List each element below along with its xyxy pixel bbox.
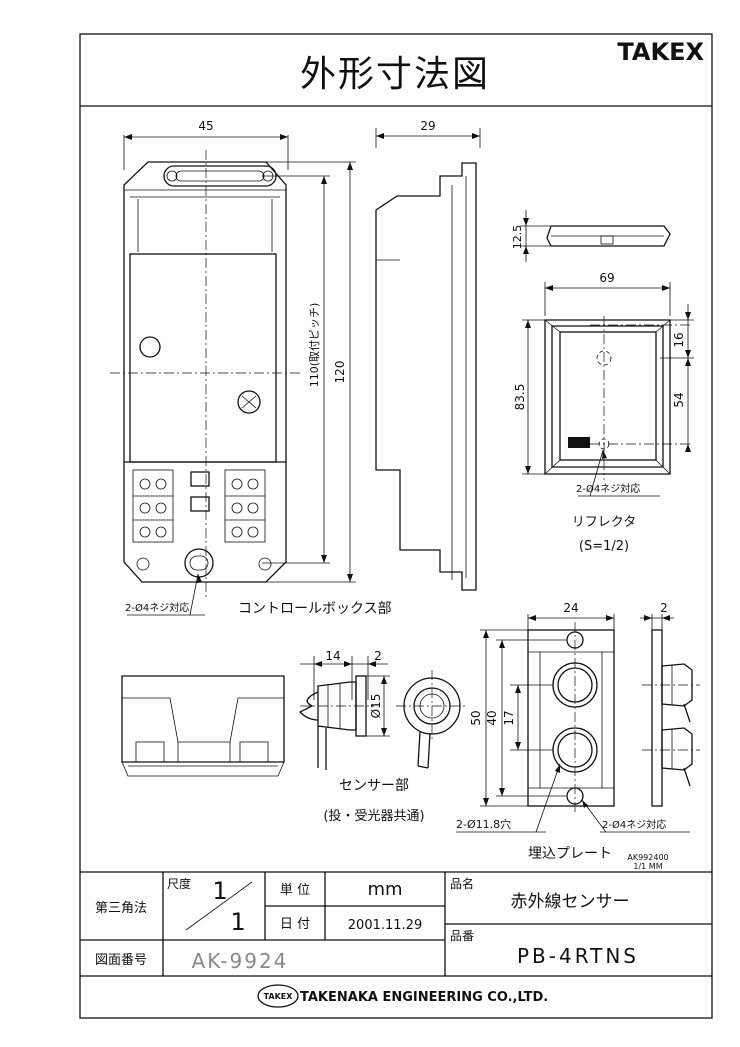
product-name-label: 品名 xyxy=(450,876,474,891)
sensor-views: 14 2 Ø15 センサー部 (投・受光器共通) xyxy=(298,649,468,824)
projection-label: 第三角法 xyxy=(95,901,147,916)
dim-reflector-thickness: 12.5 xyxy=(511,225,524,250)
sheet-border xyxy=(79,33,713,1019)
date-value: 2001.11.29 xyxy=(348,918,422,933)
plate-label: 埋込プレート xyxy=(528,846,612,862)
dim-plate-height: 50 xyxy=(469,710,483,725)
plate-screw-note: 2-Ø4ネジ対応 xyxy=(602,818,666,831)
company-name: TAKENAKA ENGINEERING CO.,LTD. xyxy=(300,990,548,1005)
plate-views: 24 50 40 17 2 xyxy=(456,601,700,871)
title-block: 第三角法 尺度 1 1 単 位 mm 日 付 2001.11.29 品名 赤外線… xyxy=(80,871,712,1008)
sheet-title: 外形寸法図 xyxy=(300,54,490,95)
reflector-screw-note: 2-Ø4ネジ対応 xyxy=(576,482,640,495)
scale-numerator: 1 xyxy=(212,877,227,905)
dim-reflector-pitch: 54 xyxy=(672,392,686,407)
reflector-label: リフレクタ xyxy=(572,515,636,530)
control-box-front-view: 45 xyxy=(110,119,392,617)
sensor-sublabel: (投・受光器共通) xyxy=(323,808,424,824)
dim-control-pitch: 110(取付ピッチ) xyxy=(308,303,321,388)
scale-denominator: 1 xyxy=(230,908,245,936)
drawing-number-label: 図面番号 xyxy=(95,953,147,968)
brand-logo: TAKEX xyxy=(617,38,704,66)
product-number-value: PB-4RTNS xyxy=(517,944,639,968)
control-box-label: コントロールボックス部 xyxy=(238,601,392,617)
dim-sensor-flange: 2 xyxy=(374,649,382,663)
dim-side-depth: 29 xyxy=(420,119,435,133)
scale-label: 尺度 xyxy=(167,876,191,891)
dim-reflector-width: 69 xyxy=(599,271,614,285)
reflector-scale: (S=1/2) xyxy=(579,539,629,554)
product-number-label: 品番 xyxy=(450,929,474,943)
dim-plate-center: 17 xyxy=(502,710,516,725)
dim-plate-pitch: 40 xyxy=(485,710,499,725)
drawing-code-line-2: 1/1 MM xyxy=(633,862,662,871)
dim-sensor-diameter: Ø15 xyxy=(369,694,383,719)
control-screw-note: 2-Ø4ネジ対応 xyxy=(125,601,189,614)
plate-hole-note: 2-Ø11.8穴 xyxy=(456,817,511,831)
dim-plate-thickness: 2 xyxy=(660,601,668,615)
dim-control-height: 120 xyxy=(333,361,347,384)
reflector-views: 12.5 69 83.5 16 54 xyxy=(511,210,694,554)
drawing-code-line-1: AK992400 xyxy=(627,853,668,862)
sensor-label: センサー部 xyxy=(339,778,409,794)
unit-label: 単 位 xyxy=(280,882,310,898)
company-logo xyxy=(257,984,299,1008)
dim-reflector-top: 16 xyxy=(672,332,686,347)
control-box-side-view: 29 xyxy=(375,119,481,591)
dim-control-width: 45 xyxy=(198,119,213,133)
company-logo-text: TAKEX xyxy=(264,992,294,1001)
drawing-number-value: AK-9924 xyxy=(192,949,289,973)
product-name-value: 赤外線センサー xyxy=(511,892,630,912)
dim-reflector-height: 83.5 xyxy=(513,384,527,411)
dim-plate-width: 24 xyxy=(563,601,578,615)
control-box-bottom-view xyxy=(121,675,285,777)
unit-value: mm xyxy=(367,879,402,900)
date-label: 日 付 xyxy=(280,917,310,932)
dim-sensor-length: 14 xyxy=(325,649,340,663)
